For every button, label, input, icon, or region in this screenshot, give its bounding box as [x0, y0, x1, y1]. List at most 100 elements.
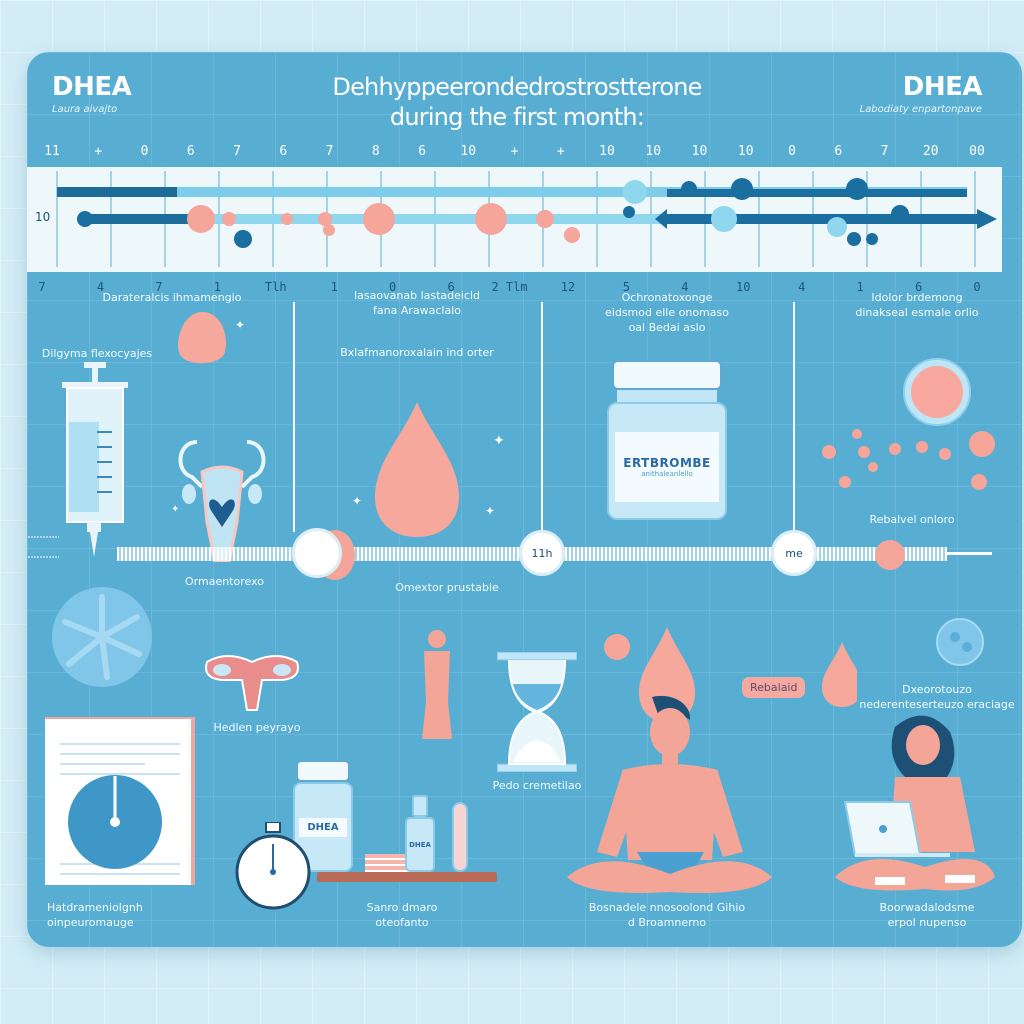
woman-caption-line-2: erpol nupenso [887, 916, 967, 929]
brand-left-subtitle: Laura aivajto [52, 104, 118, 115]
bar-dark-middle [87, 214, 202, 224]
infographic-panel: DHEA Laura aivajto Dehhyppeerondedrostro… [27, 52, 1022, 947]
hourglass-icon [497, 652, 577, 772]
timeline-dot [681, 181, 697, 197]
ticks-bottom-label: 1 [213, 280, 221, 294]
timeline-marker-2[interactable]: 11h [519, 530, 565, 576]
ticks-bottom-label: 1 [330, 280, 338, 294]
section-2-title-line-2: fana Arawaclalo [373, 304, 461, 317]
brand-right-title: DHEA [902, 72, 983, 102]
brand-right: DHEA Labodiaty enpartonpave [859, 72, 983, 115]
ticks-top-label: 10 [460, 144, 477, 159]
uterus-caption: Hedlen peyrayo [213, 721, 301, 734]
ticks-top-label: + [94, 144, 103, 159]
woman-laptop-illustration [835, 715, 995, 891]
title-line-2: during the first month: [389, 103, 645, 131]
ticks-bottom-label: 6 [914, 280, 923, 294]
bar-dark-top-right [667, 189, 967, 197]
ticks-top-label: 10 [599, 144, 615, 159]
divider-2 [541, 302, 543, 532]
shelf-bottle: DHEA [293, 760, 353, 872]
bottle-neck [617, 390, 717, 402]
timeline-tail [947, 552, 992, 555]
timeline-dot [363, 203, 395, 235]
timeline-dot [866, 233, 878, 245]
ticks-bottom-label: 4 [96, 280, 105, 294]
pill-stack [365, 854, 410, 872]
brand-left-title: DHEA [52, 72, 132, 102]
bottle-label-sub: anithaleanlello [641, 470, 693, 478]
droplet-icon: ✦ [178, 312, 245, 364]
ticks-bottom-label: 2 Tlm [491, 280, 528, 294]
ticks-bottom-label: 12 [560, 280, 576, 294]
rebalance-badge[interactable]: Rebalaid [742, 677, 806, 698]
timeline-marker-1[interactable] [292, 528, 342, 578]
section-3-title: Ochronatoxonge eidsmod elle onomaso oal … [557, 290, 777, 335]
meditating-man-illustration [567, 695, 772, 893]
shelf-caption-line-2: oteofanto [375, 916, 429, 929]
title-line-1: Dehhyppeerondedrostrostterone [332, 73, 702, 101]
test-tube [452, 802, 468, 872]
ticks-top-label: 7 [233, 144, 241, 159]
brand-right-subtitle: Labodiaty enpartonpave [859, 104, 982, 115]
ticks-top-label: 0 [140, 144, 149, 159]
ticks-bottom-label: 7 [155, 280, 163, 294]
timeline-dot [731, 178, 753, 200]
report-chart-icon [60, 743, 180, 875]
ticks-top-label: 6 [834, 144, 843, 159]
section-4-title-line-1: Idolor brdemong [871, 291, 963, 304]
start-dot [77, 211, 93, 227]
bottle-label-name: ERTBROMBE [623, 456, 711, 470]
ticks-top-label: + [556, 144, 565, 159]
shelf-bottle-body: DHEA [293, 782, 353, 872]
section-4-title: Idolor brdemong dinakseal esmale orlio [817, 290, 1017, 320]
shelf-bottle-cap [296, 760, 350, 782]
svg-text:✦: ✦ [235, 318, 245, 332]
right-caption-line-1: Dxeorotouzo [902, 683, 972, 696]
ticks-top-label: 6 [418, 144, 426, 159]
shelf-bottle-label: DHEA [299, 817, 347, 837]
bar-dark-middle-right [667, 214, 977, 224]
supplement-bottle: ERTBROMBE anithaleanlello [607, 360, 727, 520]
section-2-title: Iasaovanab lastadeicld fana Arawaclalo [312, 288, 522, 318]
bottle-cap [612, 360, 722, 390]
ticks-bottom-label: 4 [798, 280, 806, 294]
ticks-top-label: + [510, 144, 519, 159]
arrow-tail-icon [655, 209, 667, 229]
uterus-diagram-icon [205, 655, 299, 711]
timeline-dot [222, 212, 236, 226]
timeline-dot [318, 212, 332, 226]
timeline-marker-3[interactable]: me [771, 530, 817, 576]
ticks-top-label: 6 [279, 144, 288, 159]
shelf [317, 872, 497, 882]
ticks-top-label: 10 [737, 144, 754, 159]
cell-cluster-icon [52, 587, 152, 687]
ticks-bottom-label: 1 [856, 280, 864, 294]
ticks-bottom-label: 4 [681, 280, 689, 294]
ticks-top-label: 8 [371, 144, 380, 159]
right-caption-line-2: nederenteserteuzo eraciage [859, 698, 1015, 711]
section-2-title-line-1: Iasaovanab lastadeicld [353, 289, 481, 302]
small-bottle: DHEA [405, 817, 435, 872]
timeline-dot [323, 224, 335, 236]
timeline-dot [187, 205, 215, 233]
timeline-dot [847, 232, 861, 246]
svg-text:✦: ✦ [171, 504, 179, 515]
ticks-top-label: 11 [44, 144, 60, 159]
ticks-top-label: 6 [186, 144, 195, 159]
section-4-title-line-2: dinakseal esmale orlio [855, 306, 979, 319]
shelf-caption: Sanro dmaro oteofanto [327, 900, 477, 930]
ticks-top-label: 7 [880, 144, 889, 159]
cell-icon [936, 618, 984, 666]
timeline-track [27, 167, 1002, 272]
svg-text:✦: ✦ [352, 494, 362, 508]
timeline-dot [536, 210, 554, 228]
syringe-icon [62, 362, 128, 557]
section-3-title-line-1: Ochronatoxonge [621, 291, 713, 304]
human-figure-icon [422, 630, 452, 739]
ticks-top-label: 0 [788, 144, 796, 159]
svg-text:✦: ✦ [493, 433, 505, 449]
timeline-dot [623, 206, 635, 218]
report-caption-line-1: Hatdrameniolgnh [47, 901, 143, 914]
